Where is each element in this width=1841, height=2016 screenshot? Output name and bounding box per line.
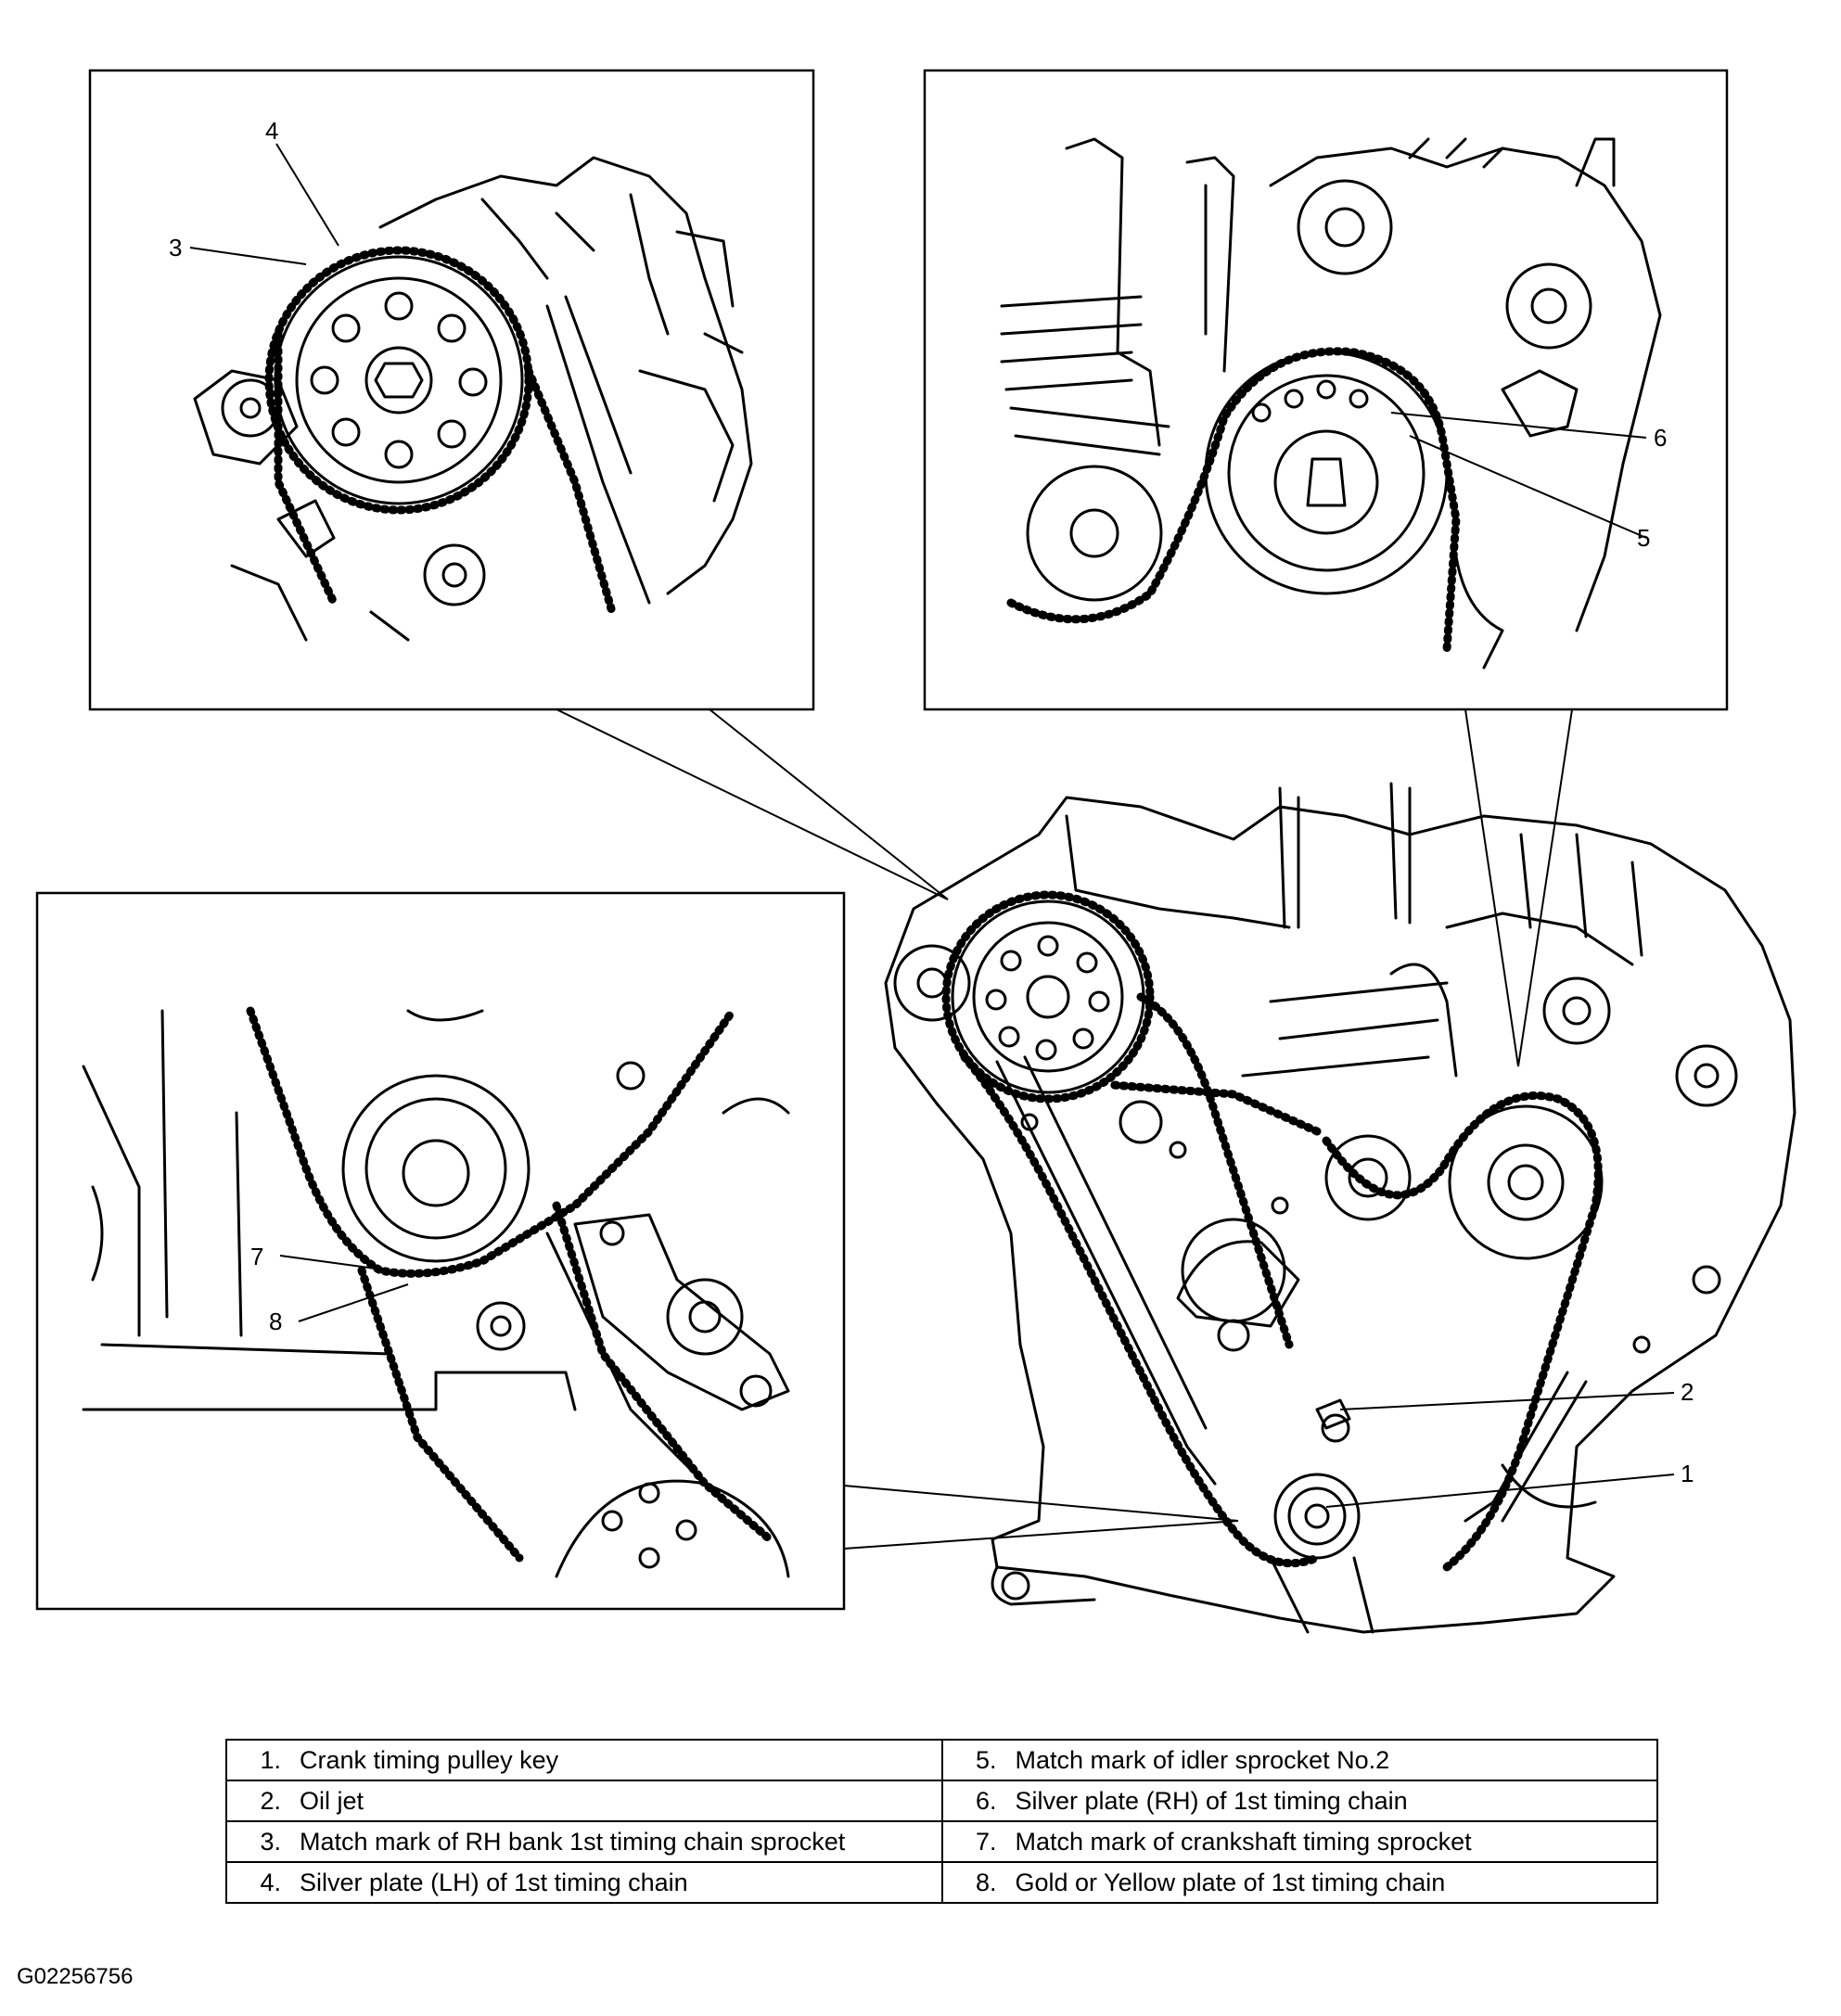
inset-top-left [88,69,815,711]
legend-text: Match mark of crankshaft timing sprocket [1015,1827,1472,1856]
main-callout-leaders [1325,1392,1675,1508]
legend-text: Crank timing pulley key [300,1745,559,1774]
inset-bl-callout-leaders [279,1255,409,1322]
legend-num: 6. [975,1786,997,1815]
callout-3: 3 [169,234,182,262]
legend-cell-right: 5. Match mark of idler sprocket No.2 [940,1739,1658,1781]
legend-cell-right: 6. Silver plate (RH) of 1st timing chain [940,1780,1658,1822]
legend-cell-left: 4. Silver plate (LH) of 1st timing chain [225,1861,943,1904]
callout-8: 8 [269,1308,282,1335]
legend-num: 1. [260,1745,281,1774]
callout-7: 7 [250,1243,263,1270]
inset-tr-callout-leaders [1390,412,1647,539]
callout-2: 2 [1681,1378,1694,1406]
legend-text: Silver plate (LH) of 1st timing chain [300,1868,688,1896]
legend-num: 5. [975,1745,997,1774]
callout-5: 5 [1637,524,1650,552]
legend-row: 2. Oil jet 6. Silver plate (RH) of 1st tim… [225,1780,1658,1822]
legend-num: 2. [260,1786,281,1815]
callout-1: 1 [1681,1460,1694,1487]
parts-legend-table: 1. Crank timing pulley key 5. Match mark o… [225,1739,1658,1904]
legend-text: Match mark of RH bank 1st timing chain s… [300,1827,846,1856]
legend-cell-right: 7. Match mark of crankshaft timing sprock… [940,1820,1658,1863]
inset-top-right [923,69,1729,711]
legend-text: Gold or Yellow plate of 1st timing chain [1015,1868,1446,1896]
legend-text: Silver plate (RH) of 1st timing chain [1015,1786,1408,1815]
legend-num: 3. [260,1827,281,1856]
legend-row: 1. Crank timing pulley key 5. Match mark o… [225,1739,1658,1781]
callout-6: 6 [1654,424,1667,452]
legend-num: 8. [975,1868,997,1896]
legend-cell-left: 2. Oil jet [225,1780,943,1822]
legend-num: 7. [975,1827,997,1856]
document-id: G02256756 [17,1964,134,1989]
legend-row: 4.Silver plate (LH) of 1st timing chain … [225,1861,1658,1904]
inset-tl-callout-leaders [189,143,339,265]
main-engine-view [884,782,1796,1634]
legend-num: 4. [260,1868,281,1896]
inset-bottom-left [35,891,846,1611]
callout-4: 4 [265,117,278,145]
legend-row: 3. Match mark of RH bank 1st timing chain… [225,1820,1658,1863]
legend-cell-left: 1. Crank timing pulley key [225,1739,943,1781]
legend-cell-right: 8. Gold or Yellow plate of 1st timing cha… [940,1861,1658,1904]
legend-cell-left: 3. Match mark of RH bank 1st timing chain… [225,1820,943,1863]
legend-text: Match mark of idler sprocket No.2 [1015,1745,1390,1774]
legend-text: Oil jet [300,1786,364,1815]
